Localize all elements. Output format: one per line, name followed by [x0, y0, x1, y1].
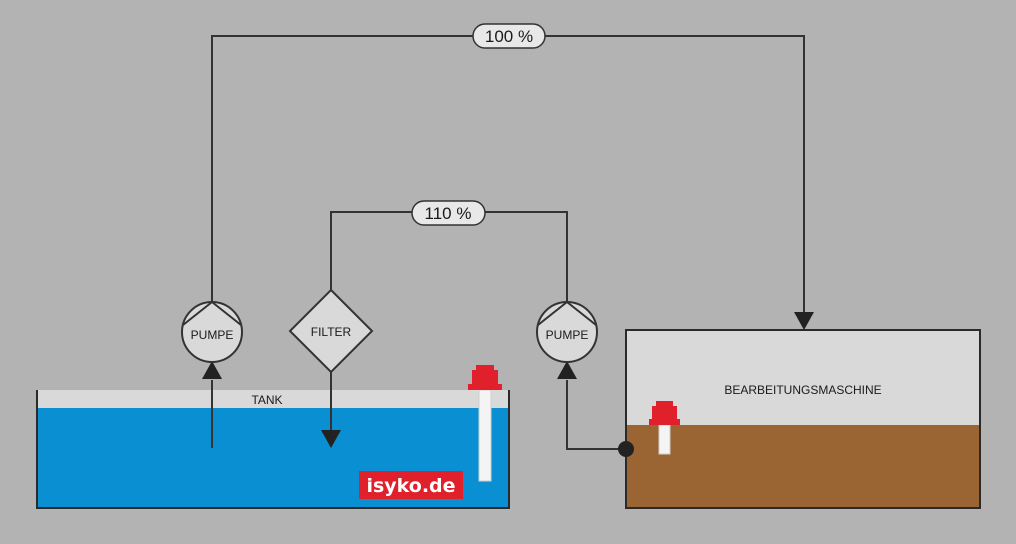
machine-level-sensor — [649, 401, 680, 455]
arrow-heads — [202, 312, 814, 448]
flow-label-top: 100 % — [472, 23, 546, 49]
sensor-flange — [649, 419, 680, 425]
machine-label: BEARBEITUNGSMASCHINE — [724, 383, 881, 397]
sensor-flange — [468, 384, 502, 390]
sensor-body — [652, 406, 677, 419]
logo-text: isyko.de — [366, 475, 455, 497]
filter: FILTER — [288, 288, 374, 374]
pump-left-symbol — [182, 300, 242, 326]
tank-level-sensor — [468, 365, 502, 482]
pump-left: PUMPE — [181, 300, 243, 363]
filter-icon — [288, 288, 374, 374]
tank-air — [37, 390, 509, 408]
tank-label: TANK — [251, 393, 282, 407]
arrow-head-icon — [202, 361, 222, 379]
flow-label-middle-text: 110 % — [425, 204, 472, 223]
pump-right: PUMPE — [536, 300, 598, 363]
pump-right-symbol — [537, 300, 597, 326]
tank-outline — [36, 390, 510, 509]
level-sensor-icon — [476, 365, 494, 370]
machine-fluid — [626, 425, 980, 508]
sensor-tube — [658, 424, 671, 455]
pump-left-label: PUMPE — [191, 328, 234, 342]
logo-bg — [359, 471, 463, 499]
pipe-machine-to-pump-right — [566, 380, 626, 450]
machine: BEARBEITUNGSMASCHINE — [625, 329, 981, 509]
flow-label-middle-bg — [411, 200, 486, 226]
flow-label-top-text: 100 % — [485, 27, 533, 46]
filter-label: FILTER — [311, 325, 352, 339]
flow-label-middle: 110 % — [411, 200, 486, 226]
logo: isyko.de — [359, 471, 463, 499]
arrow-head-icon — [557, 361, 577, 379]
pump-right-label: PUMPE — [546, 328, 589, 342]
junction-dot-icon — [618, 441, 634, 457]
level-sensor-icon — [656, 401, 673, 406]
arrow-head-icon — [794, 312, 814, 330]
flow-label-top-bg — [472, 23, 546, 49]
sensor-body — [472, 370, 498, 384]
machine-outline — [625, 329, 981, 509]
arrow-head-icon — [321, 430, 341, 448]
sensor-tube — [478, 389, 492, 482]
